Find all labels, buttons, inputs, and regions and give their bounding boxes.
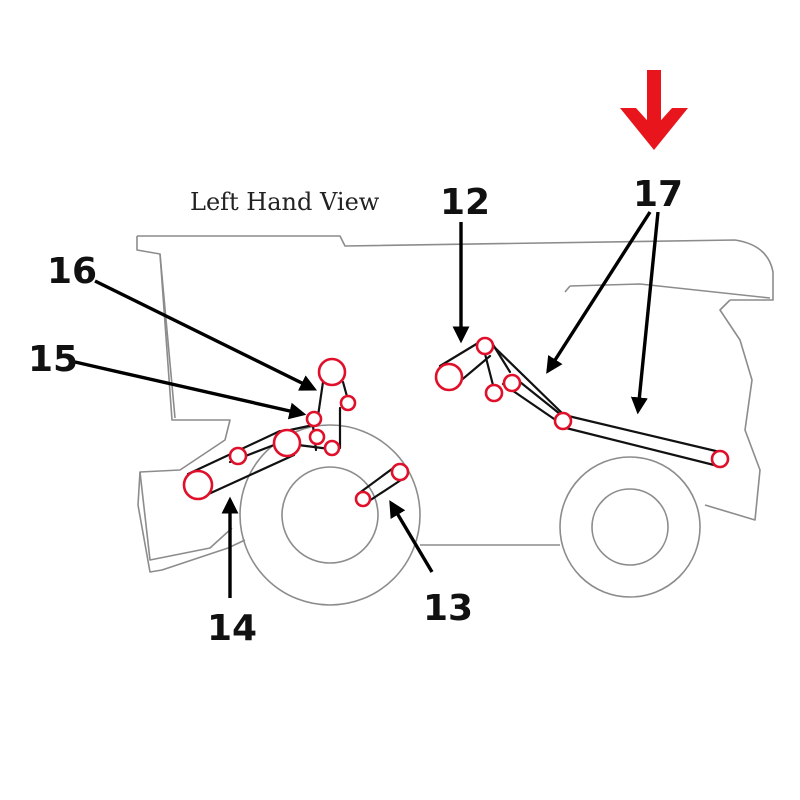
- pulley: [308, 428, 326, 446]
- pulley: [434, 362, 464, 392]
- callout-14: 14: [207, 608, 257, 649]
- callout-13: 13: [423, 588, 473, 629]
- pulley: [305, 410, 323, 428]
- callout-16: 16: [47, 251, 97, 292]
- pulley: [502, 373, 522, 393]
- pulley: [390, 462, 410, 482]
- callout-15: 15: [28, 339, 78, 380]
- leader-15: [74, 360, 307, 420]
- combine-outline: [136, 235, 774, 606]
- body-rear: [704, 299, 761, 521]
- front-wheel-tire: [239, 424, 421, 606]
- pulley: [323, 439, 341, 457]
- grain-tank-outline: [137, 235, 774, 301]
- belt-17: [485, 338, 722, 468]
- cab-roof: [564, 283, 771, 299]
- pulley: [339, 394, 357, 412]
- belts: [186, 338, 722, 505]
- callout-17: 17: [633, 174, 683, 215]
- pulleys: [182, 336, 730, 508]
- pulley: [182, 469, 214, 501]
- view-title: Left Hand View: [190, 188, 380, 216]
- feeder-housing: [139, 471, 233, 561]
- pulley: [553, 411, 573, 431]
- belt-13: [356, 464, 406, 505]
- rear-wheel-rim: [591, 488, 669, 566]
- pulley: [272, 428, 302, 458]
- pulley: [710, 449, 730, 469]
- leader-16: [94, 279, 318, 391]
- red-down-arrow-icon: [620, 70, 688, 150]
- belt-12: [438, 338, 562, 425]
- pulley: [475, 336, 495, 356]
- pulley: [484, 383, 504, 403]
- tank-inner-line: [159, 253, 176, 419]
- leader-17a: [546, 211, 652, 374]
- leader-13: [389, 500, 434, 573]
- callout-12: 12: [440, 182, 490, 223]
- pulley: [228, 446, 248, 466]
- leader-lines: [74, 211, 660, 598]
- rear-wheel-tire: [559, 456, 701, 598]
- leader-17b: [630, 211, 660, 415]
- front-wheel-rim: [281, 466, 379, 564]
- pulley: [317, 357, 347, 387]
- pulley: [354, 490, 372, 508]
